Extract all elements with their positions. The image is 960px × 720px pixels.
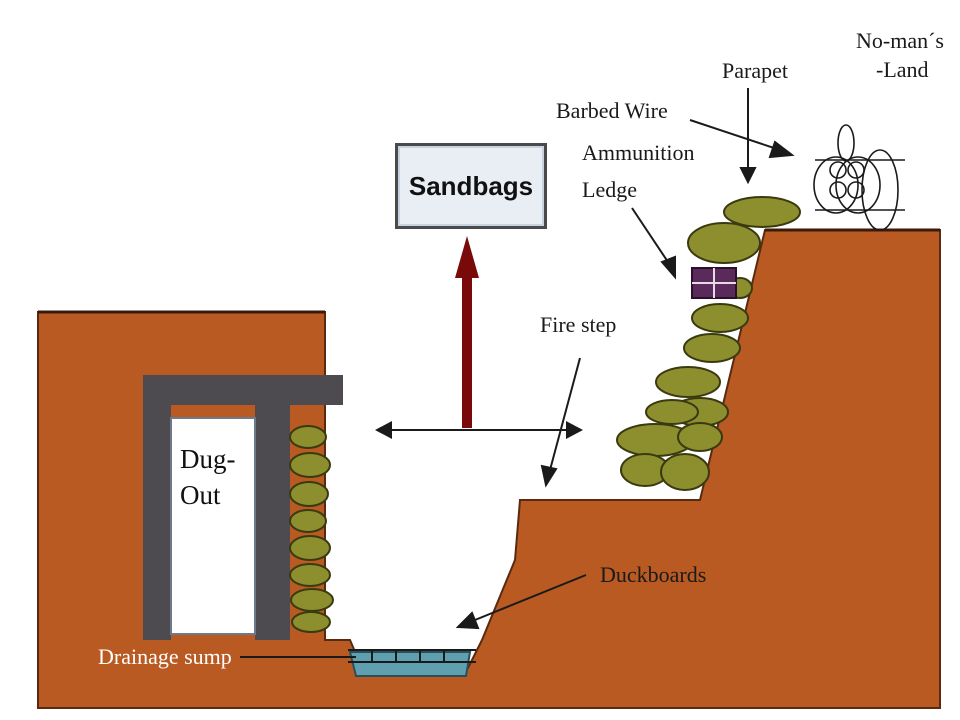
ammunition-crate xyxy=(691,267,737,299)
barbed-wire-label: Barbed Wire xyxy=(556,98,668,123)
sandbags-label-box: Sandbags xyxy=(395,143,547,229)
duckboards xyxy=(348,649,476,663)
dug-out-label-line1: Dug- xyxy=(180,444,236,474)
horizontal-double-arrow xyxy=(375,421,583,439)
no-mans-land-label-line1: No-man´s xyxy=(856,28,944,53)
drainage-sump-water xyxy=(348,651,472,677)
ammunition-ledge-label-line2: Ledge xyxy=(582,177,637,202)
fire-step-label: Fire step xyxy=(540,312,617,337)
no-mans-land-label-line2: -Land xyxy=(876,57,929,82)
parapet-label: Parapet xyxy=(722,58,788,83)
ammunition-ledge-label-line1: Ammunition xyxy=(582,140,695,165)
callout-arrows xyxy=(240,88,795,658)
duckboards-label: Duckboards xyxy=(600,562,707,587)
barbed-wire-coil xyxy=(813,124,905,231)
dugout xyxy=(143,375,343,640)
dugout-sandbags xyxy=(289,425,334,633)
drainage-sump-label: Drainage sump xyxy=(98,644,232,669)
upward-arrow xyxy=(455,236,479,428)
dug-out-label-line2: Out xyxy=(180,480,221,510)
